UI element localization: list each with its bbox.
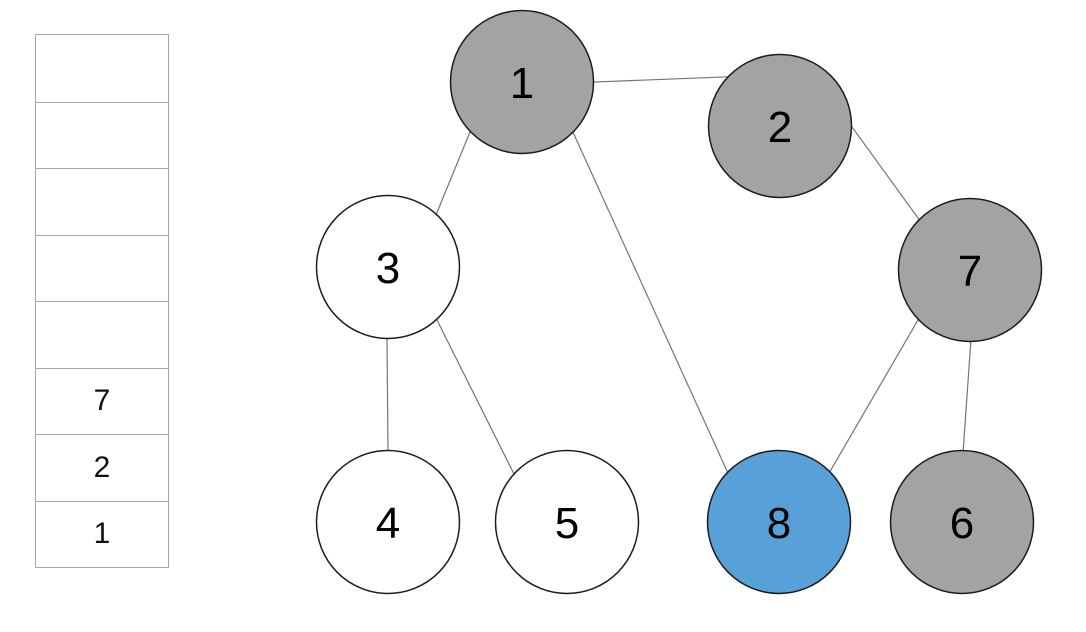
graph-edge-1-2 bbox=[586, 76, 732, 83]
graph-node-1[interactable]: 1 bbox=[449, 9, 595, 155]
graph-edge-2-7 bbox=[846, 120, 924, 225]
graph-node-circle-6[interactable] bbox=[889, 449, 1035, 595]
graph-node-circle-7[interactable] bbox=[897, 197, 1043, 343]
graph-node-7[interactable]: 7 bbox=[897, 197, 1043, 343]
graph-edge-7-6 bbox=[961, 330, 973, 462]
graph-node-6[interactable]: 6 bbox=[889, 449, 1035, 595]
graph-node-circle-5[interactable] bbox=[494, 449, 640, 595]
stack-cell-7: 1 bbox=[36, 500, 168, 568]
graph-node-circle-3[interactable] bbox=[315, 194, 461, 340]
stack-cell-6: 2 bbox=[36, 434, 168, 501]
graph-edge-3-4 bbox=[386, 329, 389, 461]
stack-cell-3 bbox=[36, 234, 168, 302]
graph-edge-1-8 bbox=[568, 122, 731, 479]
stack-cell-1 bbox=[36, 101, 168, 169]
stack-cell-4 bbox=[36, 301, 168, 368]
graph-node-circle-1[interactable] bbox=[449, 9, 595, 155]
stack-cell-2 bbox=[36, 168, 168, 235]
graph-node-circle-2[interactable] bbox=[707, 53, 853, 199]
graph-node-2[interactable]: 2 bbox=[707, 53, 853, 199]
graph-edge-7-8 bbox=[827, 312, 923, 476]
graph-node-4[interactable]: 4 bbox=[315, 449, 461, 595]
graph-node-circle-4[interactable] bbox=[315, 449, 461, 595]
stack-cell-5: 7 bbox=[36, 367, 168, 435]
graph-edge-1-3 bbox=[432, 124, 474, 223]
graph-node-3[interactable]: 3 bbox=[315, 194, 461, 340]
graph-node-8[interactable]: 8 bbox=[706, 449, 852, 595]
graph-edge-3-5 bbox=[432, 312, 517, 478]
graph-node-5[interactable]: 5 bbox=[494, 449, 640, 595]
graph-node-circle-8[interactable] bbox=[706, 449, 852, 595]
